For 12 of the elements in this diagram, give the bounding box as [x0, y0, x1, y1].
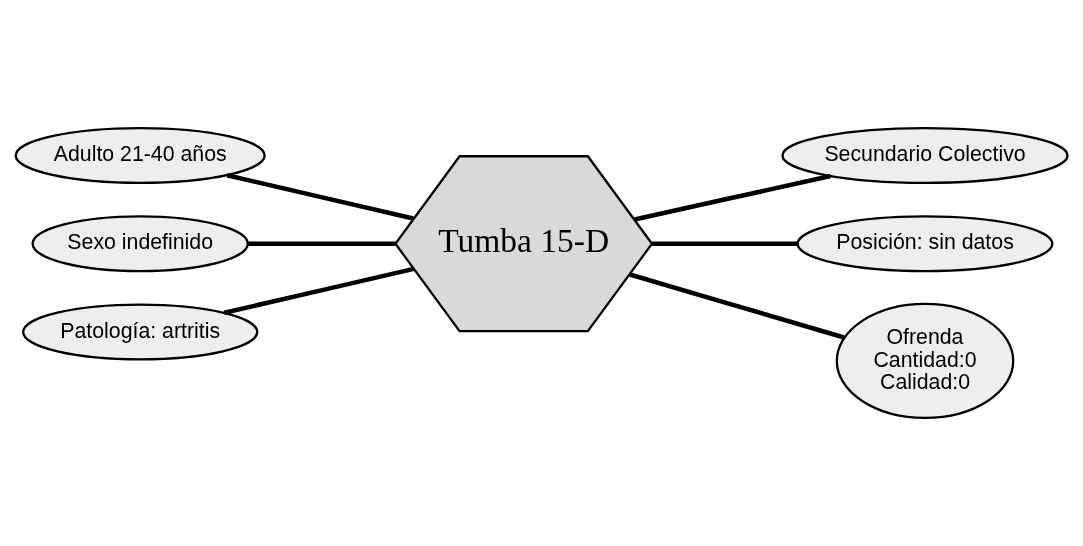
- connector: [651, 241, 798, 246]
- connector: [223, 266, 415, 316]
- node-ellipse: Posición: sin datos: [796, 215, 1054, 273]
- connector: [634, 173, 832, 222]
- node-ellipse: Adulto 21-40 años: [14, 126, 266, 184]
- connector: [226, 173, 414, 221]
- node-ellipse: Secundario Colectivo: [781, 126, 1069, 184]
- connector: [629, 272, 845, 340]
- node-ellipse: Sexo indefinido: [31, 215, 249, 273]
- node-ellipse: Patología: artritis: [22, 303, 259, 361]
- node-ellipse: Ofrenda Cantidad:0 Calidad:0: [835, 302, 1015, 419]
- connector: [248, 241, 396, 246]
